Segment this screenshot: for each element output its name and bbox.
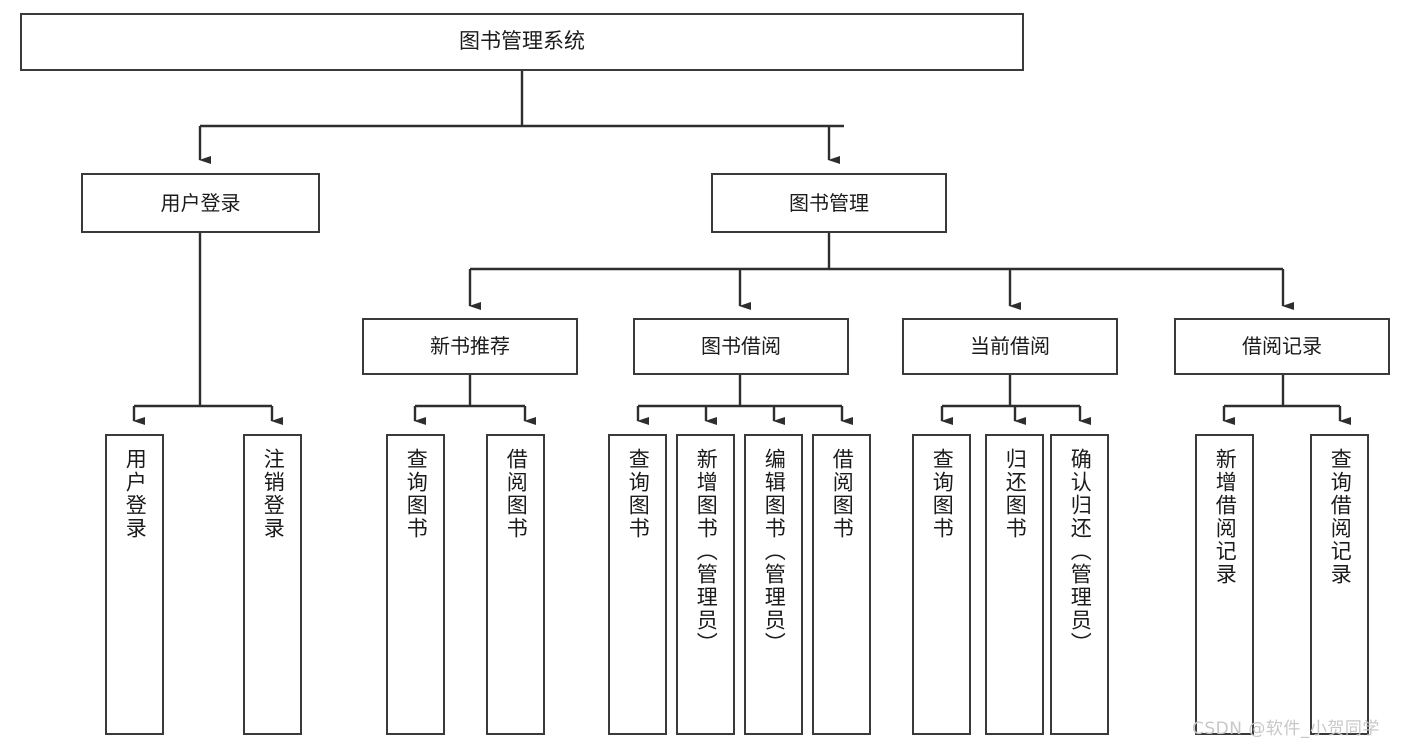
node-label: 归还图书 [1003, 448, 1028, 540]
node-label: 当前借阅 [970, 334, 1050, 359]
node-label: 借阅记录 [1242, 334, 1322, 359]
leaf-query-book-current[interactable]: 查询图书 [912, 434, 971, 735]
node-label: 新增借阅记录 [1213, 448, 1238, 586]
node-label: 注销登录 [261, 448, 286, 540]
node-book-management[interactable]: 图书管理 [711, 173, 947, 233]
node-user-login[interactable]: 用户登录 [81, 173, 320, 233]
node-label: 确认归还（管理员） [1068, 448, 1093, 655]
node-root-book-management-system[interactable]: 图书管理系统 [20, 13, 1024, 71]
node-label: 查询图书 [930, 448, 955, 540]
node-current-borrow[interactable]: 当前借阅 [902, 318, 1118, 375]
node-label: 查询图书 [626, 448, 651, 540]
leaf-edit-book-admin[interactable]: 编辑图书（管理员） [744, 434, 803, 735]
leaf-logout-login[interactable]: 注销登录 [243, 434, 302, 735]
leaf-query-borrow-record[interactable]: 查询借阅记录 [1310, 434, 1369, 735]
node-book-borrow[interactable]: 图书借阅 [633, 318, 849, 375]
leaf-query-book-borrow[interactable]: 查询图书 [608, 434, 667, 735]
node-label: 图书借阅 [701, 334, 781, 359]
leaf-borrow-book[interactable]: 借阅图书 [812, 434, 871, 735]
node-label: 查询图书 [404, 448, 429, 540]
node-label: 查询借阅记录 [1328, 448, 1353, 586]
leaf-borrow-book-recommend[interactable]: 借阅图书 [486, 434, 545, 735]
leaf-user-login[interactable]: 用户登录 [105, 434, 164, 735]
csdn-watermark: CSDN @软件_小贺同学 [1192, 719, 1380, 739]
node-label: 图书管理 [789, 190, 869, 215]
node-label: 编辑图书（管理员） [762, 448, 787, 655]
node-label: 借阅图书 [830, 448, 855, 540]
leaf-add-book-admin[interactable]: 新增图书（管理员） [676, 434, 735, 735]
node-label: 用户登录 [160, 190, 241, 215]
node-label: 新书推荐 [430, 334, 510, 359]
leaf-add-borrow-record[interactable]: 新增借阅记录 [1195, 434, 1254, 735]
node-new-book-recommend[interactable]: 新书推荐 [362, 318, 578, 375]
leaf-return-book[interactable]: 归还图书 [985, 434, 1044, 735]
node-label: 用户登录 [123, 448, 148, 540]
node-borrow-record[interactable]: 借阅记录 [1174, 318, 1390, 375]
leaf-confirm-return-admin[interactable]: 确认归还（管理员） [1050, 434, 1109, 735]
node-label: 图书管理系统 [459, 29, 585, 54]
node-label: 借阅图书 [504, 448, 529, 540]
leaf-query-book-recommend[interactable]: 查询图书 [386, 434, 445, 735]
node-label: 新增图书（管理员） [694, 448, 719, 655]
